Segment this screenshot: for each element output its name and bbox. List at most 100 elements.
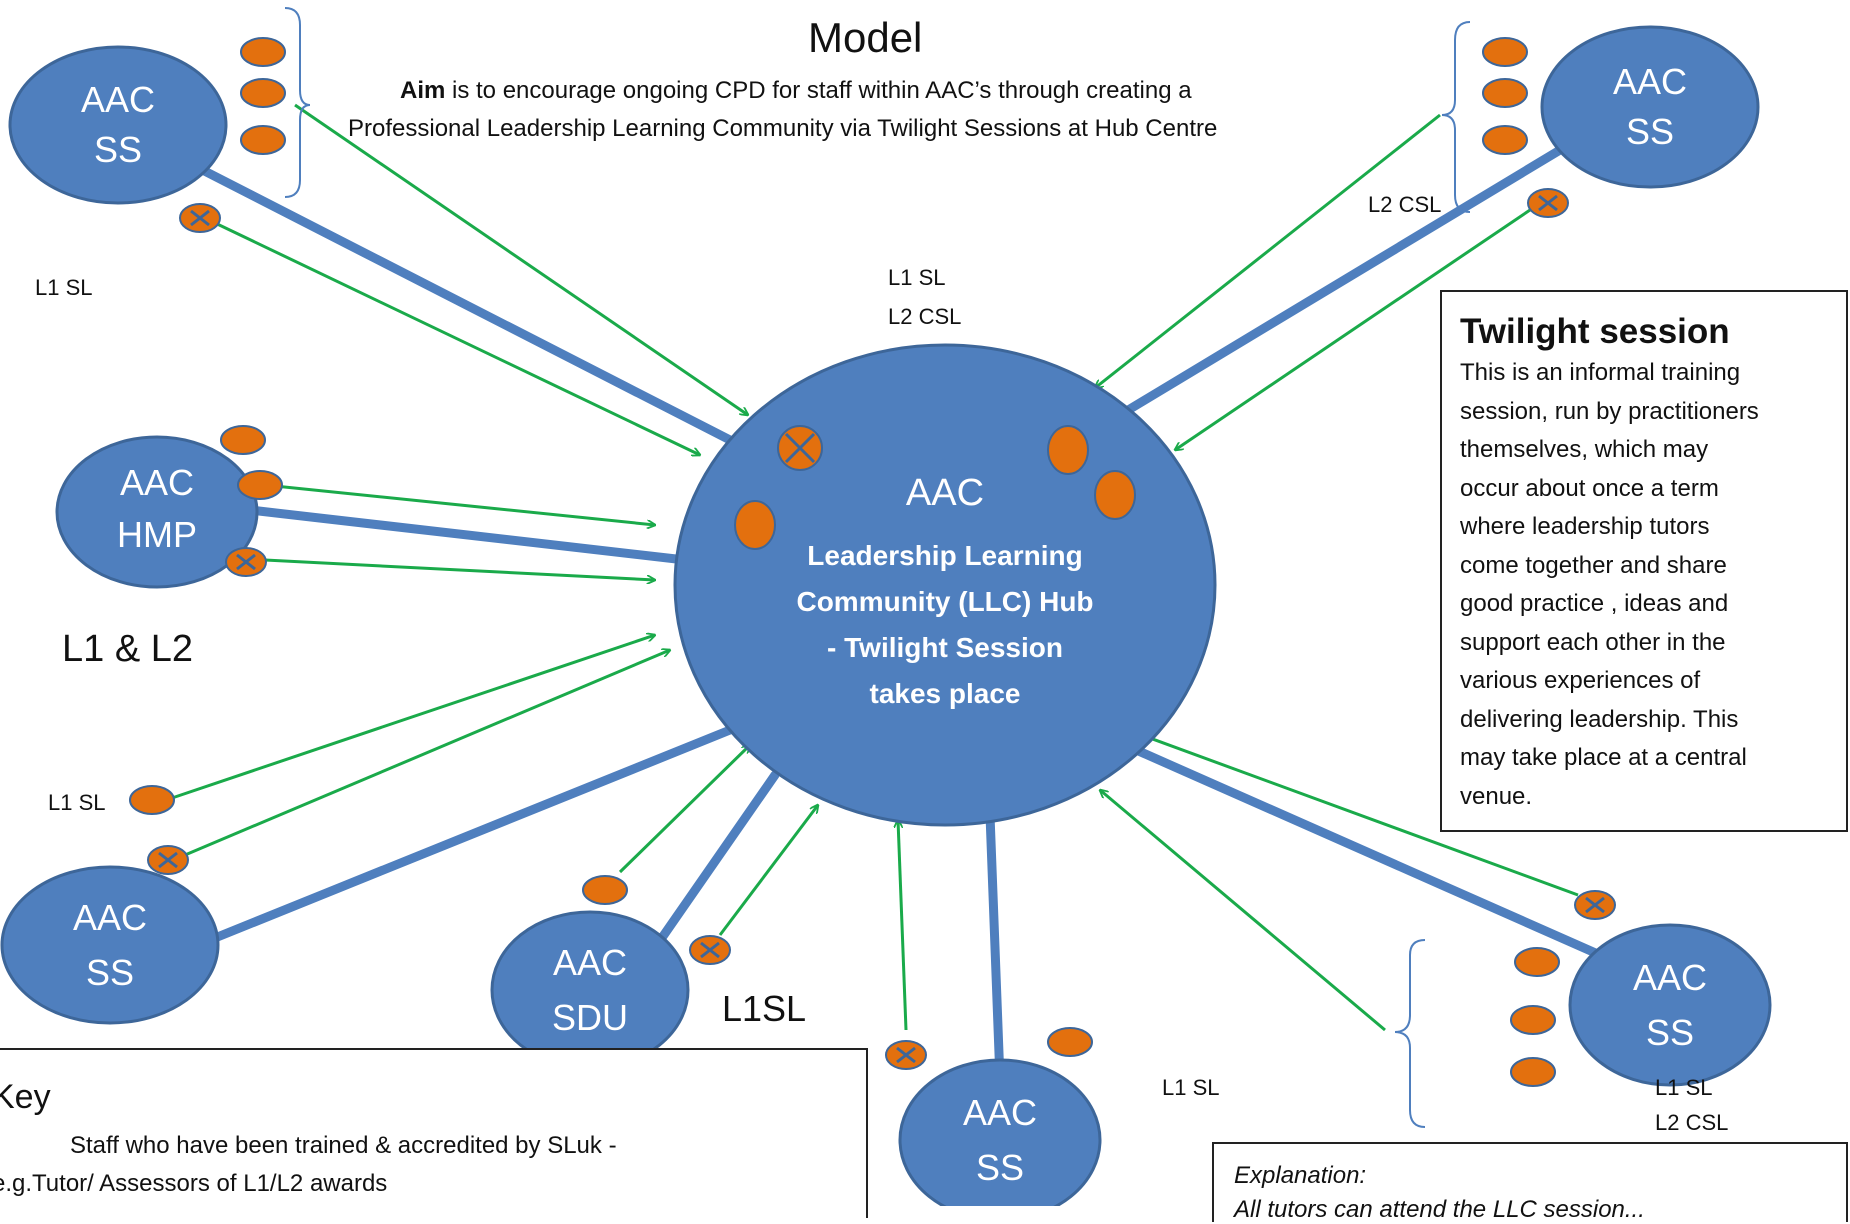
twilight-line: occur about once a term [1460,474,1719,502]
hub-staff-dot [1094,470,1136,520]
staff-dot [1482,37,1528,67]
twilight-line: various experiences of [1460,667,1701,694]
node-sdu-line1: AAC [553,942,627,983]
staff-dot [1514,947,1560,977]
arrow-8 [184,650,670,857]
node-tl: AAC SS [8,45,228,205]
link-tl [178,155,735,445]
twilight-box: Twilight session This is an informal tra… [1440,290,1848,832]
link-bc [985,810,1005,1085]
explanation-box: Explanation: All tutors can attend the L… [1212,1142,1848,1223]
staff-dot [1482,125,1528,155]
aim-line-2: Professional Leadership Learning Communi… [348,115,1218,142]
arrow-10 [718,805,818,936]
arrow-12 [1100,790,1386,1032]
node-bl: AAC SS [0,865,220,1025]
staff-dot [240,78,286,108]
aim-line-1: Aim is to encourage ongoing CPD for staf… [400,77,1192,105]
aim-bold: Aim [400,77,446,104]
key-line-1: Staff who have been trained & accredited… [70,1132,617,1159]
staff-dot [240,125,286,155]
staff-dots [129,37,1560,1087]
arrow-9 [618,745,750,874]
explanation-cut-line: All tutors can attend the LLC session... [1234,1196,1645,1223]
arrow-4 [1175,208,1531,450]
hub-title: AAC [906,472,984,514]
hub-ellipse [673,343,1217,827]
node-sdu-ellipse [490,910,690,1070]
accredited-staff-icon [225,547,267,577]
label-bl-l1sl: L1 SL [48,790,106,815]
hub-line-2: Community (LLC) Hub [796,586,1093,617]
hub-line-4: takes place [870,678,1021,709]
staff-dot [1510,1005,1556,1035]
twilight-line: where leadership tutors [1460,513,1710,540]
arrow-7 [171,635,655,800]
node-tr-ellipse [1540,25,1760,189]
node-tl-line1: AAC [81,79,155,120]
label-sdu-l1sl: L1SL [722,988,807,1029]
node-br-line2: SS [1646,1012,1694,1053]
staff-dot [1510,1057,1556,1087]
label-l1-l2: L1 & L2 [62,628,193,670]
key-line-2: e.g.Tutor/ Assessors of L1/L2 awards [0,1170,388,1197]
node-bl-ellipse [0,865,220,1025]
node-sdu: AAC SDU [490,910,690,1070]
twilight-heading: Twilight session [1460,312,1730,351]
link-sdu [645,770,780,960]
node-hmp: AAC HMP [55,435,259,589]
node-tr-line2: SS [1626,111,1674,152]
node-hmp-line2: HMP [117,514,197,555]
staff-dot [237,470,283,500]
explanation-title: Explanation: [1234,1162,1367,1189]
staff-dot [129,785,175,815]
hub-line-1: Leadership Learning [807,540,1082,571]
label-br-l2csl: L2 CSL [1655,1110,1729,1135]
label-hub-l1sl: L1 SL [888,265,946,290]
hub-line-3: - Twilight Session [827,632,1063,663]
node-br-line1: AAC [1633,957,1707,998]
arrows [171,103,1579,1032]
twilight-line: support each other in the [1460,628,1726,656]
accredited-staff-icon [179,203,221,233]
label-l1sl-left: L1 SL [35,275,93,300]
node-tr-line1: AAC [1613,61,1687,102]
node-bl-line1: AAC [73,897,147,938]
twilight-line: This is an informal training [1460,359,1741,386]
link-bl [205,725,735,945]
brace-bottom-right [1394,939,1426,1128]
arrow-11 [898,820,908,1031]
node-tl-line2: SS [94,129,142,170]
node-sdu-line2: SDU [552,997,628,1038]
twilight-line: session, run by practitioners [1460,397,1759,425]
hub-staff-dot [734,500,776,550]
staff-dot [1047,1027,1093,1057]
label-bottom-l1sl: L1 SL [1162,1075,1220,1100]
twilight-line: delivering leadership. This [1460,705,1739,733]
node-tr: AAC SS [1540,25,1760,189]
model-title: Model [808,14,923,61]
staff-dot [582,875,628,905]
twilight-line: venue. [1460,782,1533,810]
brace-top-left [284,7,311,198]
aim-text-1: is to encourage ongoing CPD for staff wi… [445,77,1192,104]
accredited-staff-icon [1574,890,1616,920]
node-bc-line1: AAC [963,1092,1037,1133]
twilight-line: themselves, which may [1460,436,1709,463]
hub-node: AAC Leadership Learning Community (LLC) … [673,343,1217,827]
link-tr [1115,145,1565,420]
arrow-3 [1095,113,1441,388]
twilight-body: This is an informal training session, ru… [1460,354,1836,816]
arrow-5 [264,483,655,525]
key-title: Key [0,1078,51,1116]
label-hub-l2csl: L2 CSL [888,304,962,329]
arrow-6 [264,558,655,580]
twilight-line: come together and share [1460,551,1727,579]
link-br [1120,740,1605,960]
brace-top-right [1441,21,1471,213]
accredited-staff-icon [147,845,189,875]
braces [284,7,1471,1128]
staff-dot [240,37,286,67]
